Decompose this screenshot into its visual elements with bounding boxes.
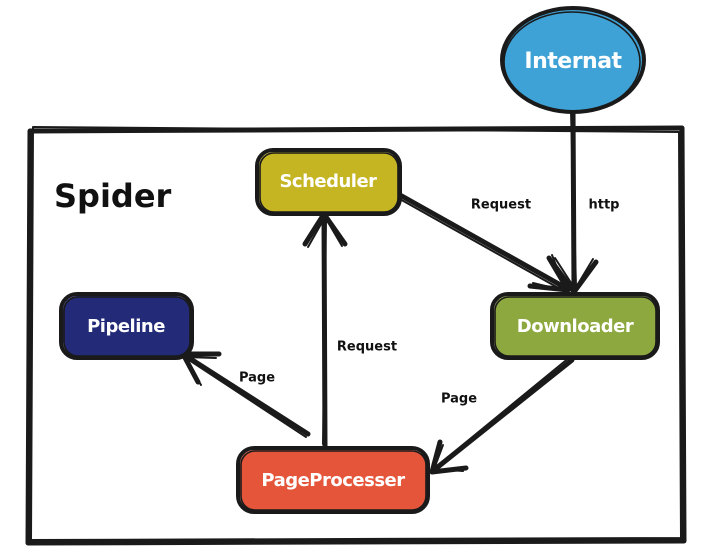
- edge-label-pageprocesser-pipeline: Page: [239, 371, 275, 386]
- edge-label-scheduler-downloader: Request: [471, 198, 531, 213]
- node-label-scheduler: Scheduler: [279, 171, 377, 192]
- node-scheduler: Scheduler: [255, 148, 402, 216]
- node-label-internat: Internat: [524, 49, 622, 74]
- edge-downloader-to-pageprocesser: [429, 356, 575, 475]
- edge-pageprocesser-to-pipeline: [180, 351, 311, 438]
- node-pageprocesser: PageProcesser: [236, 446, 430, 514]
- edge-pageprocesser-to-scheduler: [302, 211, 348, 449]
- spider-frame: [25, 125, 687, 546]
- edge-scheduler-to-downloader: [397, 192, 571, 293]
- node-label-downloader: Downloader: [517, 316, 634, 337]
- node-label-pipeline: Pipeline: [87, 316, 165, 337]
- node-internat: Internat: [500, 6, 646, 114]
- edge-label-internat-downloader: http: [589, 198, 620, 213]
- node-label-pageprocesser: PageProcesser: [261, 470, 405, 491]
- node-downloader: Downloader: [490, 292, 660, 360]
- spider-title: Spider: [54, 177, 172, 215]
- edge-label-pageprocesser-scheduler: Request: [337, 340, 397, 355]
- edge-label-downloader-pageprocesser: Page: [441, 392, 477, 407]
- node-pipeline: Pipeline: [59, 292, 194, 360]
